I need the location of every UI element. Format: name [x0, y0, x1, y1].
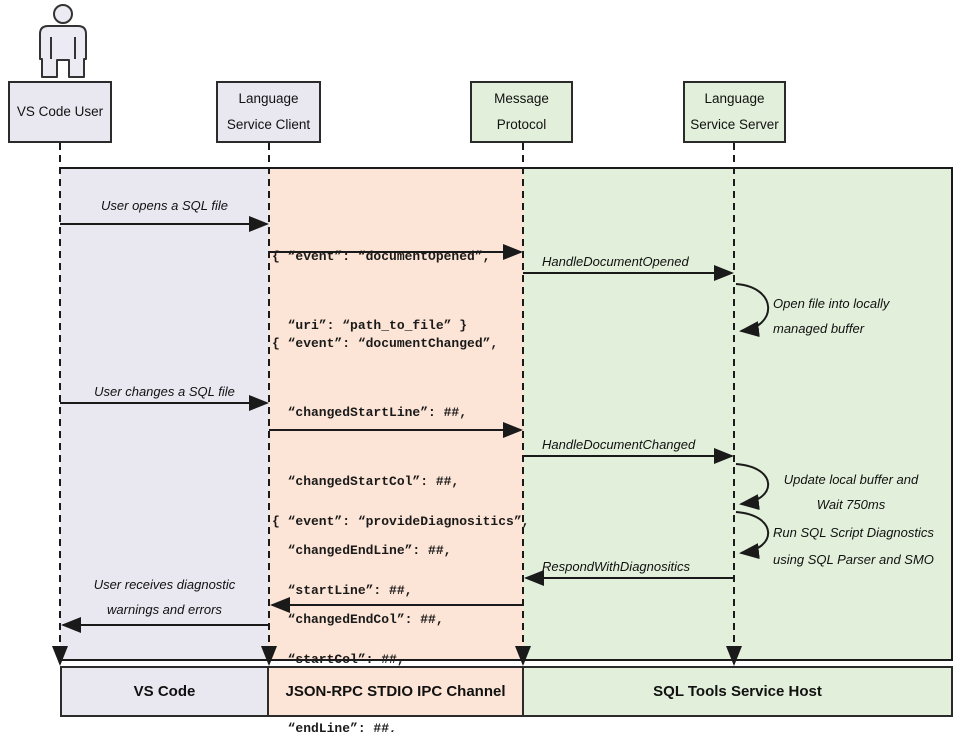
note-line: Run SQL Script Diagnostics: [773, 525, 934, 540]
actor-label-line: Language: [238, 91, 299, 106]
note-line: Wait 750ms: [816, 497, 886, 512]
footer-label: SQL Tools Service Host: [653, 683, 822, 700]
actor-label-line: Language: [704, 91, 765, 106]
actor-label-line: Service Server: [690, 117, 779, 132]
lane-ipc-channel: [269, 169, 524, 660]
actor-box-vs-code-user: VS Code User: [8, 81, 112, 143]
message-label-user-opens: User opens a SQL file: [101, 198, 228, 213]
note-line: Update local buffer and: [783, 472, 919, 487]
note-line: Open file into locally: [773, 296, 890, 311]
actor-label-line: Message: [494, 91, 549, 106]
footer-box-sql-tools-service-host: SQL Tools Service Host: [522, 666, 953, 717]
lane-vs-code: [60, 169, 269, 660]
message-label-respond-with-diagnositics: RespondWithDiagnositics: [542, 559, 691, 574]
label-line: warnings and errors: [107, 602, 222, 617]
payload-line: { “event”: “documentOpened”,: [272, 249, 491, 264]
label-line: User receives diagnostic: [93, 577, 236, 592]
payload-line: “endLine”: ##,: [272, 721, 397, 732]
message-label-user-receives: User receives diagnostic warnings and er…: [60, 572, 269, 622]
note-line: using SQL Parser and SMO: [773, 552, 934, 567]
payload-line: { “event”: “provideDiagnositics”,: [272, 514, 530, 529]
user-actor-icon: [39, 4, 87, 78]
payload-line: “changedStartLine”: ##,: [272, 405, 468, 420]
footer-box-vs-code: VS Code: [60, 666, 269, 717]
payload-line: “changedEndLine”: ##,: [272, 543, 452, 558]
payload-line: “startCol”: ##,: [272, 652, 405, 667]
actor-label-line: Protocol: [496, 117, 547, 132]
note-line: managed buffer: [773, 321, 865, 336]
actor-box-language-service-server: Language Service Server: [683, 81, 786, 143]
actor-box-message-protocol: Message Protocol: [470, 81, 573, 143]
actor-label: VS Code User: [16, 104, 104, 119]
message-label-handle-document-changed: HandleDocumentChanged: [542, 437, 696, 452]
footer-label: JSON-RPC STDIO IPC Channel: [285, 683, 506, 700]
message-label-handle-document-opened: HandleDocumentOpened: [542, 254, 689, 269]
footer-label: VS Code: [133, 683, 196, 700]
note-open-file: Open file into locally managed buffer: [773, 291, 889, 341]
lane-service-host: [524, 169, 953, 660]
payload-provide-diagnositics: { “event”: “provideDiagnositics”, “start…: [272, 464, 529, 732]
payload-line: { “event”: “documentChanged”,: [272, 336, 499, 351]
payload-line: “startLine”: ##,: [272, 583, 413, 598]
message-label-user-changes: User changes a SQL file: [94, 384, 235, 399]
payload-document-opened: { “event”: “documentOpened”, “uri”: “pat…: [272, 199, 490, 383]
note-run-diagnostics: Run SQL Script Diagnostics using SQL Par…: [773, 519, 934, 573]
actor-box-language-service-client: Language Service Client: [216, 81, 321, 143]
payload-line: “changedEndCol”: ##,: [272, 612, 444, 627]
payload-line: “uri”: “path_to_file” }: [272, 318, 468, 333]
footer-box-json-rpc-channel: JSON-RPC STDIO IPC Channel: [267, 666, 524, 717]
actor-label-line: Service Client: [226, 117, 311, 132]
payload-line: “changedStartCol”: ##,: [272, 474, 460, 489]
note-update-buffer: Update local buffer and Wait 750ms: [766, 467, 936, 517]
